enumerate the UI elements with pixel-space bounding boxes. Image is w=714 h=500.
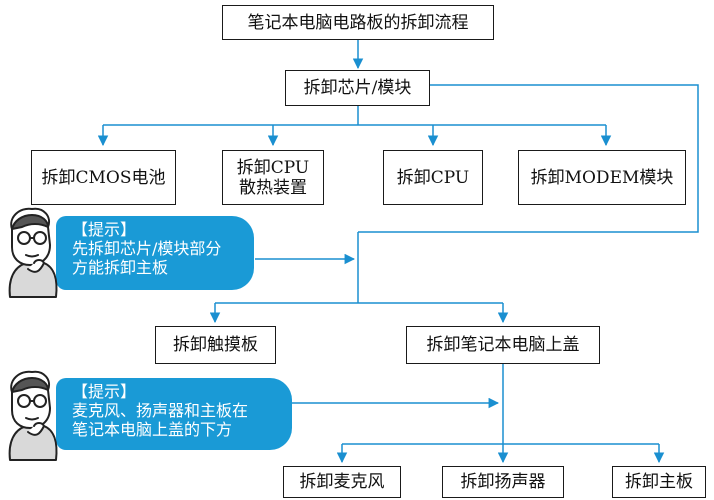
node-mic: 拆卸麦克风 (283, 466, 401, 498)
node-cpu-heatsink: 拆卸CPU 散热装置 (222, 150, 324, 205)
node-touchpad: 拆卸触摸板 (155, 326, 276, 364)
node-modem: 拆卸MODEM模块 (518, 150, 686, 205)
tip-1-line-2: 方能拆卸主板 (72, 258, 169, 277)
tip-box-1: 【提示】 先拆卸芯片/模块部分 方能拆卸主板 (56, 216, 254, 290)
tip-1-title: 【提示】 (72, 220, 137, 239)
tip-box-2: 【提示】 麦克风、扬声器和主板在 笔记本电脑上盖的下方 (56, 378, 292, 450)
tip-2-title: 【提示】 (72, 382, 137, 401)
thinking-man-icon (8, 207, 58, 298)
node-cmos: 拆卸CMOS电池 (31, 150, 176, 205)
tip-2-line-1: 麦克风、扬声器和主板在 (72, 401, 249, 420)
node-mainboard: 拆卸主板 (612, 466, 706, 498)
node-speaker: 拆卸扬声器 (442, 466, 564, 498)
tip-1-line-1: 先拆卸芯片/模块部分 (72, 239, 222, 258)
arrow-chip-loop (358, 84, 699, 233)
thinking-man-icon (8, 370, 58, 461)
node-cpu: 拆卸CPU (383, 150, 483, 205)
tip-2-line-2: 笔记本电脑上盖的下方 (72, 420, 233, 439)
node-chip-module: 拆卸芯片/模块 (285, 70, 430, 106)
node-title: 笔记本电脑电路板的拆卸流程 (222, 5, 494, 40)
node-top-cover: 拆卸笔记本电脑上盖 (406, 326, 600, 364)
